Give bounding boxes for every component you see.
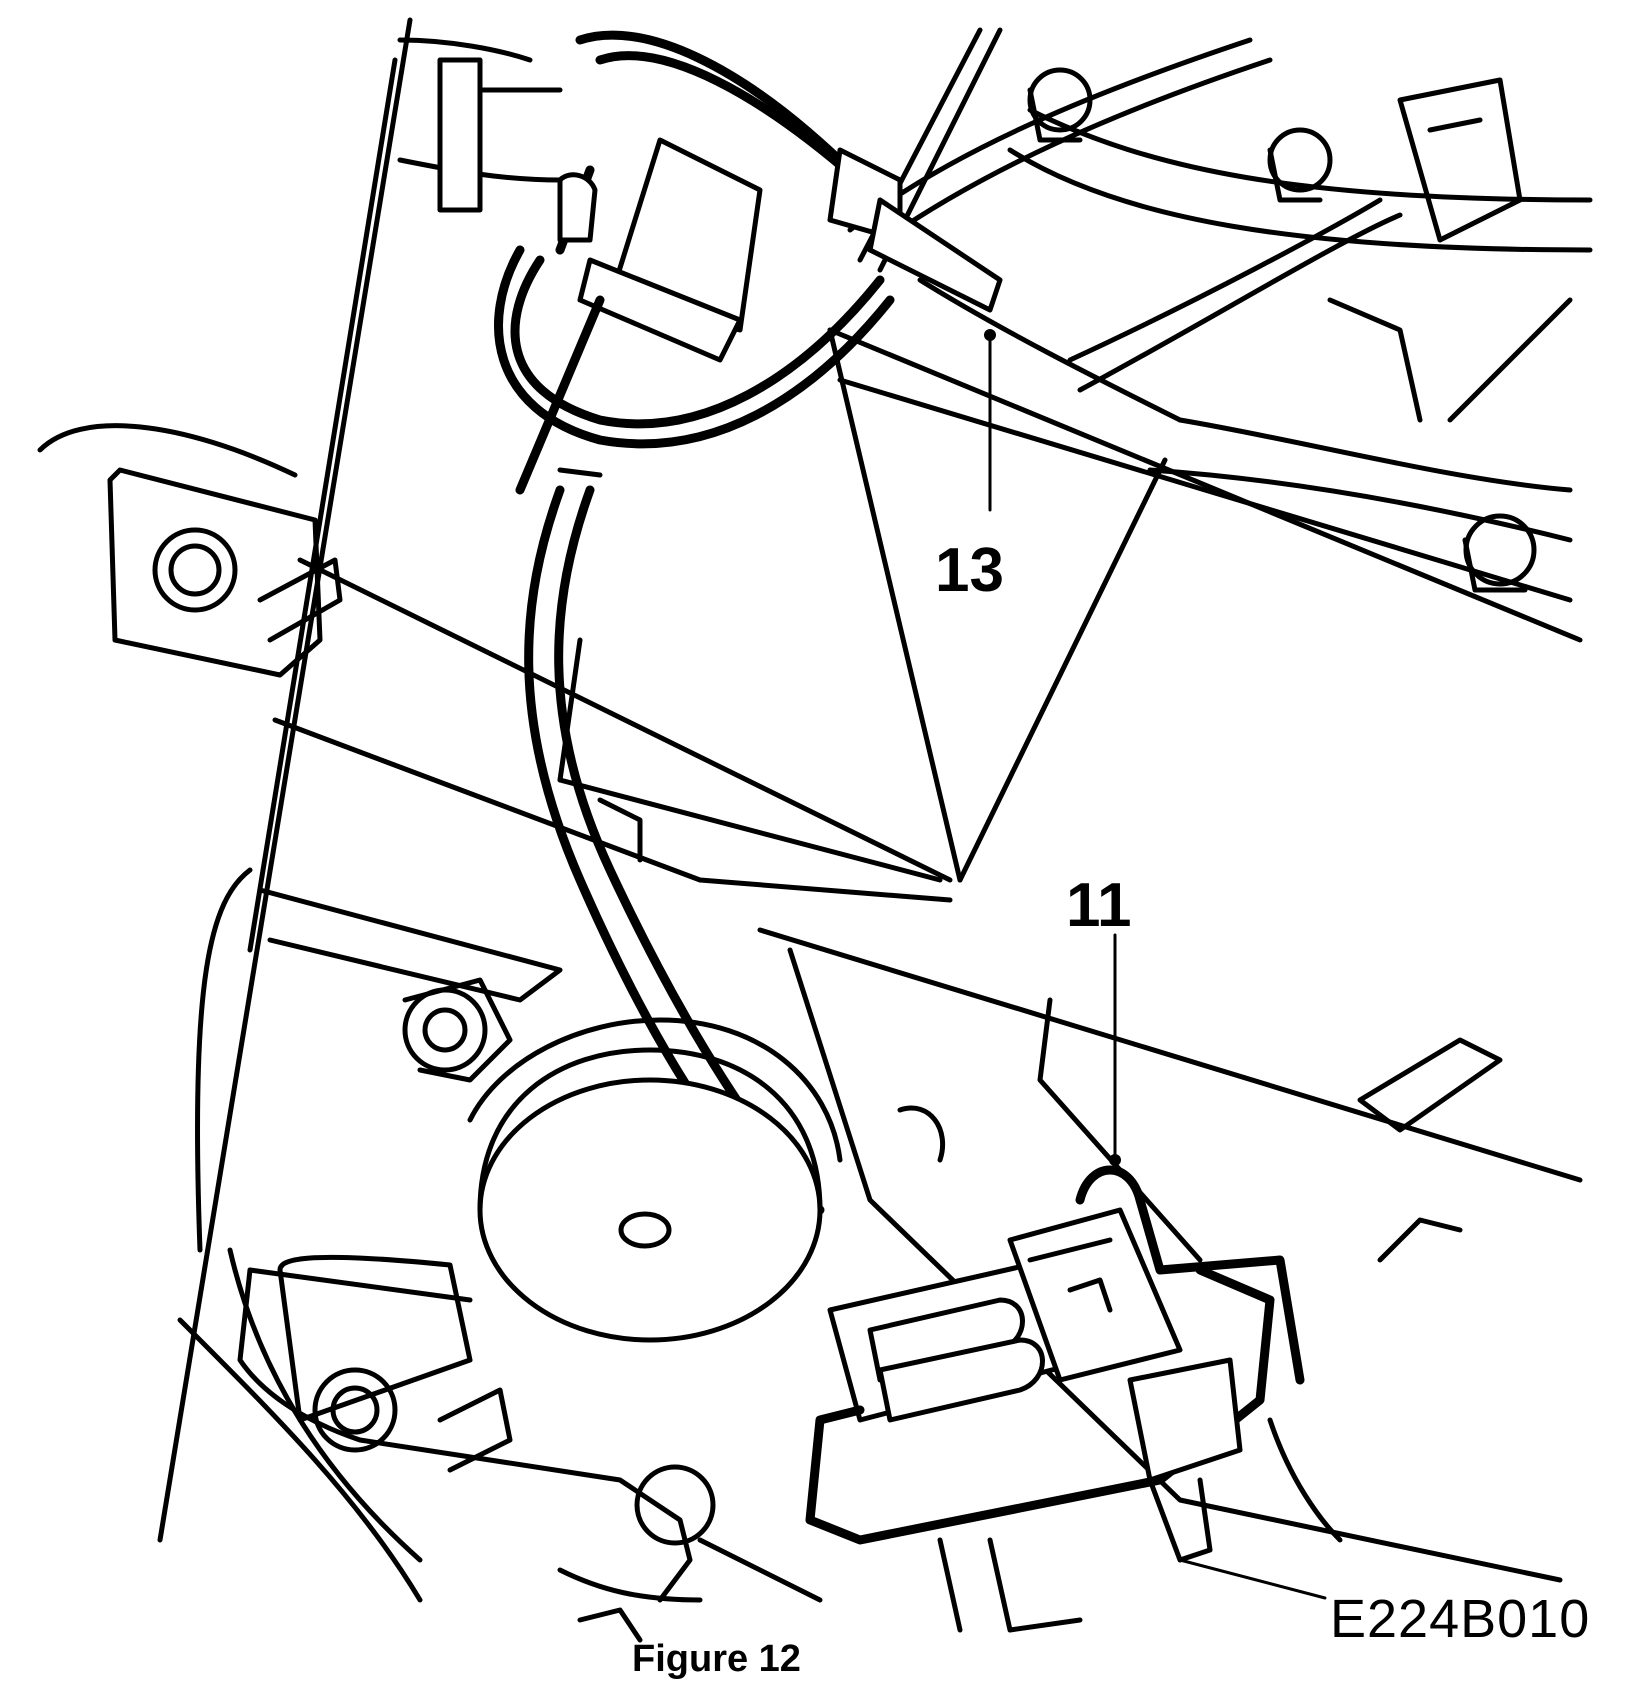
left-bracket (37, 423, 343, 678)
lower-structure (557, 1417, 1343, 1643)
reference-code: E224B010 (1330, 1589, 1591, 1649)
callout-13: 13 (935, 536, 1004, 605)
frame-edge (157, 17, 413, 1543)
part-13-clip-assembly (397, 30, 1003, 512)
figure-caption: Figure 12 (632, 1638, 801, 1680)
part-11-connector (805, 933, 1503, 1563)
sensor-body (237, 977, 946, 1603)
callout-11: 11 (1066, 871, 1132, 940)
body-panels (177, 327, 1583, 1603)
upper-harness (847, 27, 1593, 593)
